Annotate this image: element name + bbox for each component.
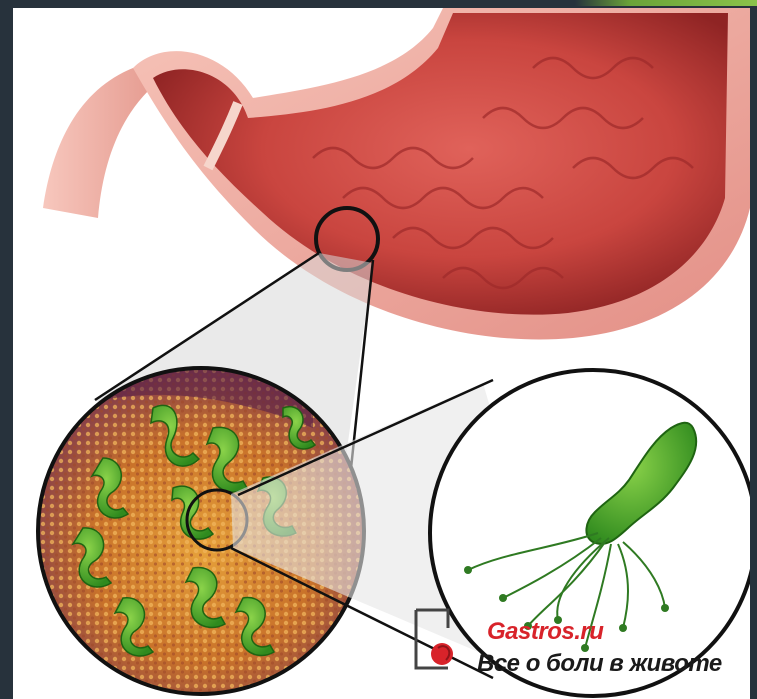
stomach-illustration: [13, 8, 750, 699]
gastros-logo[interactable]: Gastros.ru Все о боли в животе: [405, 612, 745, 692]
logo-tagline: Все о боли в животе: [477, 650, 722, 678]
esophagus: [43, 68, 163, 218]
logo-site-name[interactable]: Gastros.ru: [487, 618, 603, 646]
illustration-canvas: Gastros.ru Все о боли в животе: [13, 8, 750, 699]
accent-bar: [575, 0, 757, 6]
